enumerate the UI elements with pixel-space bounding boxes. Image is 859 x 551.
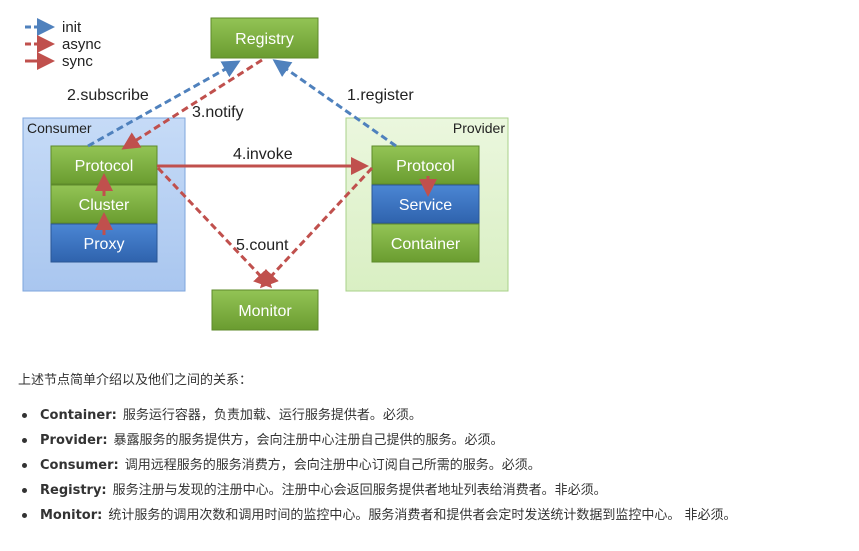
registry-label: Registry <box>235 31 294 48</box>
list-item: Provider: 暴露服务的服务提供方，会向注册中心注册自己提供的服务。必须。 <box>18 428 736 453</box>
invoke-label: 4.invoke <box>233 146 293 163</box>
role-term: Monitor: <box>40 508 103 523</box>
consumer-cluster-label: Cluster <box>79 197 130 214</box>
dubbo-architecture-diagram: init async sync Registry Consumer Protoc… <box>22 17 509 331</box>
roles-list: Container: 服务运行容器，负责加载、运行服务提供者。必须。 Provid… <box>18 403 736 528</box>
role-term: Container: <box>40 408 117 423</box>
notify-arrow <box>121 58 263 150</box>
legend: init async sync <box>25 18 102 70</box>
provider-protocol-label: Protocol <box>396 158 455 175</box>
bullet-icon <box>22 413 27 418</box>
provider-service-label: Service <box>399 197 452 214</box>
register-label: 1.register <box>347 87 414 104</box>
consumer-title: Consumer <box>27 120 92 136</box>
consumer-proxy-label: Proxy <box>84 236 125 253</box>
legend-async-label: async <box>62 36 102 53</box>
provider-container-box <box>371 223 480 263</box>
list-item: Consumer: 调用远程服务的服务消费方，会向注册中心订阅自己所需的服务。必须… <box>18 453 736 478</box>
role-term: Consumer: <box>40 458 119 473</box>
provider-title: Provider <box>453 120 505 136</box>
legend-init-label: init <box>62 19 82 36</box>
role-term: Provider: <box>40 433 108 448</box>
consumer-protocol-label: Protocol <box>75 158 134 175</box>
intro-text: 上述节点简单介绍以及他们之间的关系： <box>18 373 253 388</box>
consumer-count-arrow <box>156 166 273 289</box>
role-desc: 调用远程服务的服务消费方，会向注册中心订阅自己所需的服务。必须。 <box>124 458 541 473</box>
subscribe-label: 2.subscribe <box>67 87 149 104</box>
bullet-icon <box>22 438 27 443</box>
bullet-icon <box>22 488 27 493</box>
bullet-icon <box>22 463 27 468</box>
role-desc: 统计服务的调用次数和调用时间的监控中心。服务消费者和提供者会定时发送统计数据到监… <box>108 508 737 523</box>
notify-label: 3.notify <box>192 104 244 121</box>
bullet-icon <box>22 513 27 518</box>
role-desc: 暴露服务的服务提供方，会向注册中心注册自己提供的服务。必须。 <box>113 433 504 448</box>
role-desc: 服务注册与发现的注册中心。注册中心会返回服务提供者地址列表给消费者。非必须。 <box>112 483 607 498</box>
provider-count-arrow <box>259 166 374 289</box>
provider-container-label: Container <box>391 236 461 253</box>
provider-protocol-box <box>371 145 480 185</box>
role-desc: 服务运行容器，负责加载、运行服务提供者。必须。 <box>122 408 422 423</box>
role-term: Registry: <box>40 483 107 498</box>
list-item: Monitor: 统计服务的调用次数和调用时间的监控中心。服务消费者和提供者会定时… <box>18 503 736 528</box>
consumer-group: Consumer Protocol Cluster Proxy <box>22 117 186 292</box>
register-arrow <box>272 59 397 148</box>
list-item: Container: 服务运行容器，负责加载、运行服务提供者。必须。 <box>18 403 736 428</box>
registry-node: Registry <box>210 17 319 59</box>
monitor-label: Monitor <box>238 303 292 320</box>
provider-group: Provider Protocol Service Container <box>345 117 509 292</box>
list-item: Registry: 服务注册与发现的注册中心。注册中心会返回服务提供者地址列表给消… <box>18 478 736 503</box>
legend-sync-label: sync <box>62 53 93 70</box>
count-label: 5.count <box>236 237 289 254</box>
monitor-node: Monitor <box>211 289 319 331</box>
subscribe-arrow <box>87 60 241 148</box>
